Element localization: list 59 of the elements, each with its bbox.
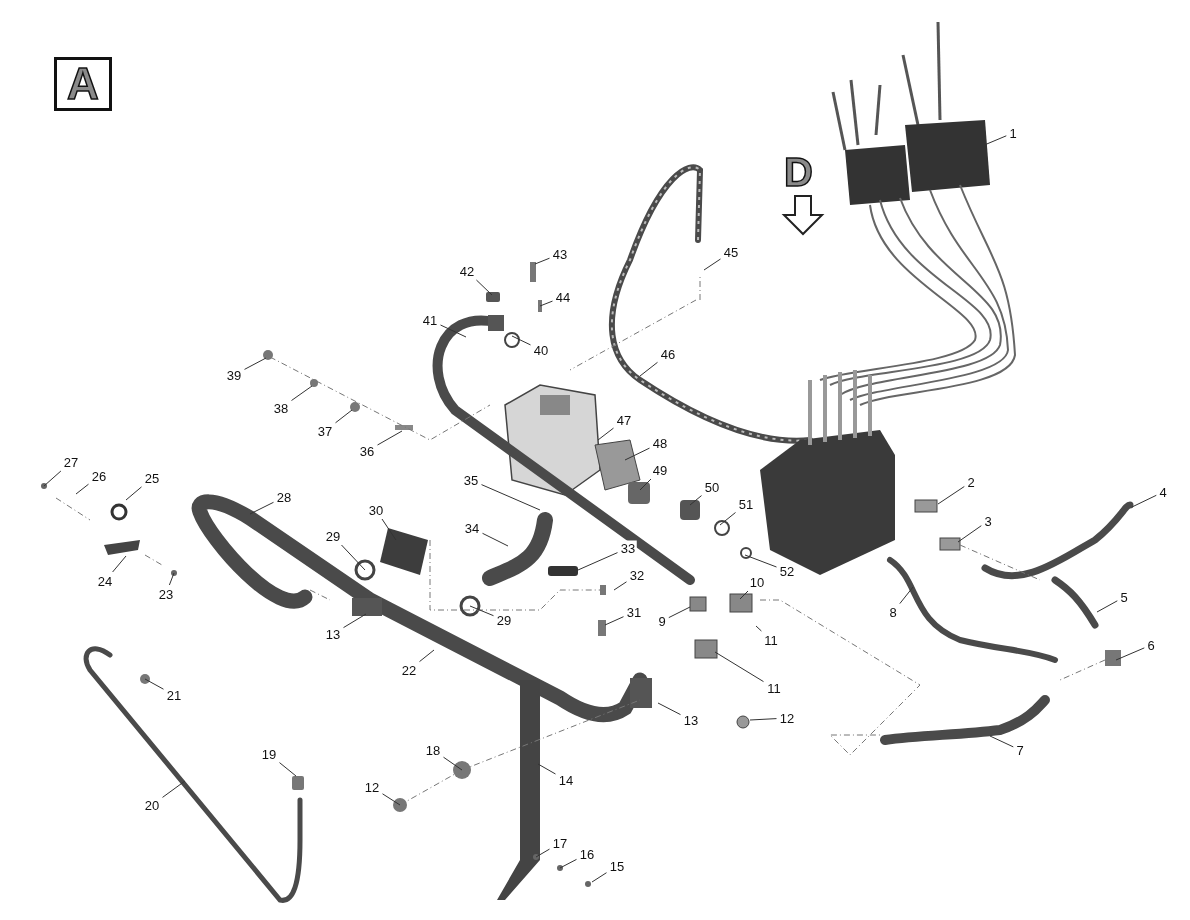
leader-line <box>537 763 556 775</box>
leader-line <box>382 793 401 806</box>
leader-line <box>125 486 142 501</box>
leader-line <box>469 605 494 617</box>
leader-line <box>482 532 509 547</box>
leader-line <box>343 613 367 629</box>
leader-line <box>381 518 397 541</box>
leader-line <box>639 361 658 377</box>
leader-line <box>440 324 467 338</box>
leader-line <box>714 651 764 683</box>
leader-line <box>937 486 965 505</box>
leader-line <box>341 544 366 571</box>
leader-line <box>291 385 313 401</box>
leader-line <box>1131 494 1157 508</box>
leader-line <box>144 678 164 690</box>
leader-line <box>1096 600 1118 613</box>
leader-line <box>577 552 618 571</box>
leader-line <box>481 484 541 511</box>
leader-line <box>689 495 702 506</box>
leader-line <box>639 478 652 491</box>
leader-line <box>511 335 531 346</box>
leader-line <box>755 625 762 632</box>
leader-line <box>719 512 736 526</box>
leader-line <box>604 616 624 626</box>
leader-line <box>535 848 550 858</box>
leader-line <box>419 649 435 663</box>
leader-line <box>244 357 267 370</box>
leader-line <box>279 762 297 777</box>
view-letter: A <box>67 62 99 106</box>
leader-line <box>43 470 62 487</box>
leader-line <box>989 735 1014 748</box>
leader-line <box>475 279 493 296</box>
leader-line <box>591 872 607 883</box>
leader-line <box>657 702 681 716</box>
leader-line <box>957 525 982 543</box>
callout-number: 33 <box>618 540 638 556</box>
leader-line <box>703 258 721 271</box>
leader-line <box>249 501 274 515</box>
leader-line <box>1115 647 1145 661</box>
leader-line <box>739 590 749 600</box>
view-letter: D <box>784 152 813 192</box>
leader-line <box>162 780 186 798</box>
leader-line <box>749 718 777 721</box>
leader-line <box>899 586 914 605</box>
leader-line <box>624 447 650 461</box>
leader-line <box>668 606 691 619</box>
leader-line <box>377 430 403 446</box>
leader-line <box>744 554 777 568</box>
leader-line <box>75 483 89 495</box>
leader-line <box>168 572 175 586</box>
leader-line <box>443 756 463 771</box>
leader-line <box>335 409 353 424</box>
leader-line <box>613 581 627 591</box>
leader-line <box>539 300 553 307</box>
leader-line <box>559 858 577 869</box>
leader-line <box>112 555 127 573</box>
view-label-box <box>54 57 112 111</box>
leader-line <box>597 427 614 441</box>
leader-line <box>534 257 550 265</box>
